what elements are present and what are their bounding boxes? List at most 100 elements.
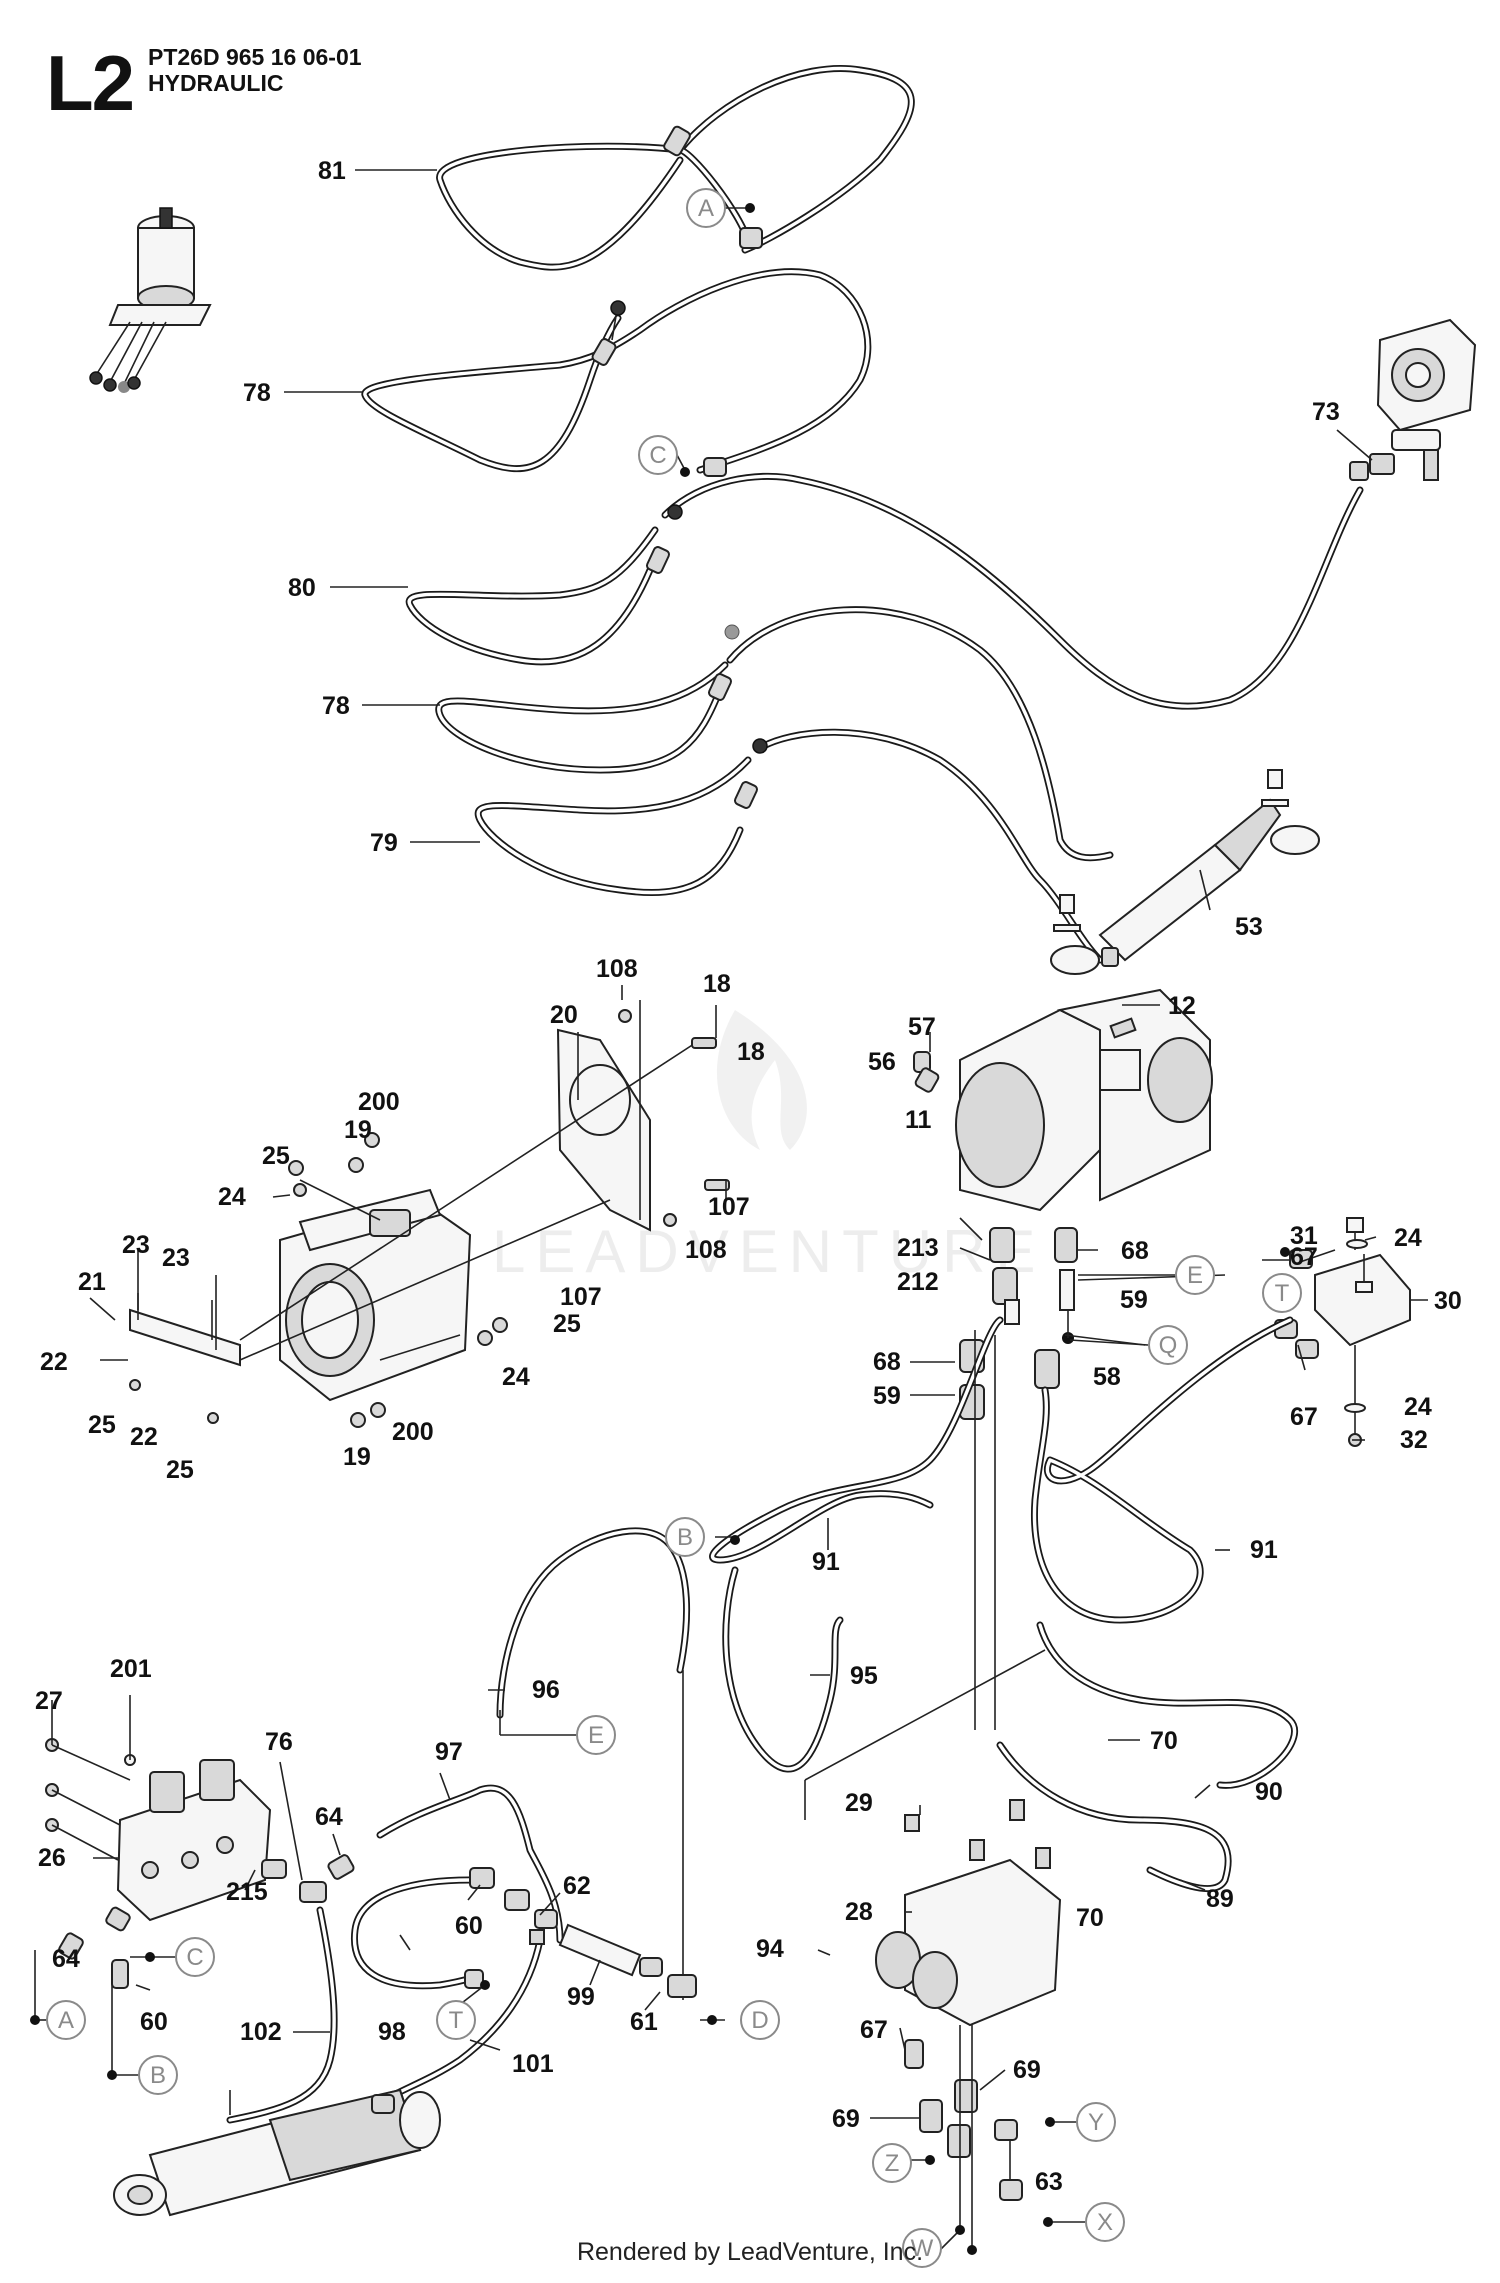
- callout-labels: 81 78 80 78 79 73 53 108 18 20 18 200 19…: [35, 157, 1462, 2196]
- callout-69-a: 69: [1013, 2056, 1041, 2084]
- callout-61: 61: [630, 2008, 658, 2036]
- callout-201: 201: [110, 1655, 152, 1683]
- callout-94: 94: [756, 1935, 784, 1963]
- callout-58: 58: [1093, 1363, 1121, 1391]
- callout-79: 79: [370, 829, 398, 857]
- callout-81: 81: [318, 157, 346, 185]
- callout-59-b: 59: [873, 1382, 901, 1410]
- connector-b-left: B: [150, 2062, 166, 2089]
- callout-200-b: 200: [392, 1418, 434, 1446]
- hose-80: [405, 472, 1364, 710]
- middle-hoses: [496, 1316, 1299, 2000]
- connector-d: D: [751, 2007, 768, 2034]
- callout-78-b: 78: [322, 692, 350, 720]
- connector-b-middle: B: [677, 1524, 693, 1551]
- callout-67-a: 67: [1290, 1243, 1318, 1271]
- connector-t-left: T: [449, 2007, 464, 2034]
- valve-block-26: [34, 1738, 355, 2075]
- connector-links: [30, 203, 1290, 2255]
- callout-96: 96: [532, 1676, 560, 1704]
- callout-89: 89: [1206, 1885, 1234, 1913]
- callout-24-b: 24: [502, 1363, 530, 1391]
- connector-q: Q: [1159, 1332, 1178, 1359]
- callout-67-b: 67: [1290, 1403, 1318, 1431]
- callout-53: 53: [1235, 913, 1263, 941]
- callout-23-b: 23: [162, 1244, 190, 1272]
- callout-97: 97: [435, 1738, 463, 1766]
- model-number: PT26D 965 16 06-01: [148, 44, 362, 70]
- callout-19-b: 19: [343, 1443, 371, 1471]
- callout-80: 80: [288, 574, 316, 602]
- callout-26: 26: [38, 1844, 66, 1872]
- callout-27: 27: [35, 1687, 63, 1715]
- callout-107-b: 107: [560, 1283, 602, 1311]
- callout-76: 76: [265, 1728, 293, 1756]
- steering-cylinder-53: [1050, 769, 1320, 975]
- callout-200-a: 200: [358, 1088, 400, 1116]
- hose-81: [436, 65, 915, 271]
- callout-19-a: 19: [344, 1116, 372, 1144]
- callout-24-d: 24: [1404, 1393, 1432, 1421]
- callout-70-b: 70: [1076, 1904, 1104, 1932]
- callout-56: 56: [868, 1048, 896, 1076]
- callout-91-b: 91: [1250, 1536, 1278, 1564]
- callout-60-a: 60: [140, 2008, 168, 2036]
- callout-60-b: 60: [455, 1912, 483, 1940]
- callout-31: 31: [1290, 1222, 1318, 1250]
- diagram-title: HYDRAULIC: [148, 70, 284, 96]
- connector-t-right: T: [1275, 1280, 1290, 1307]
- connector-z: Z: [885, 2150, 900, 2177]
- callout-90: 90: [1255, 1778, 1283, 1806]
- watermark: LEADVENTURE: [492, 1010, 1045, 1285]
- callout-108-b: 108: [685, 1236, 727, 1264]
- connector-e-middle: E: [588, 1722, 604, 1749]
- connector-a-left: A: [58, 2007, 74, 2034]
- callout-28: 28: [845, 1898, 873, 1926]
- callout-18-b: 18: [737, 1038, 765, 1066]
- callout-68-a: 68: [1121, 1237, 1149, 1265]
- callout-107-a: 107: [708, 1193, 750, 1221]
- pump-fittings: [959, 1227, 1078, 1420]
- callout-18-a: 18: [703, 970, 731, 998]
- callout-64-a: 64: [315, 1803, 343, 1831]
- watermark-text: LEADVENTURE: [492, 1218, 1045, 1285]
- drive-motor: [89, 207, 212, 393]
- pump-73: [1349, 318, 1477, 481]
- callout-25-a: 25: [262, 1142, 290, 1170]
- callout-64-b: 64: [52, 1945, 80, 1973]
- lift-cylinder: [113, 2088, 441, 2217]
- callout-78-a: 78: [243, 379, 271, 407]
- callout-95: 95: [850, 1662, 878, 1690]
- callout-215: 215: [226, 1878, 268, 1906]
- callout-62: 62: [563, 1872, 591, 1900]
- callout-98: 98: [378, 2018, 406, 2046]
- callout-25-d: 25: [553, 1310, 581, 1338]
- callout-25-b: 25: [88, 1411, 116, 1439]
- callout-91-a: 91: [812, 1548, 840, 1576]
- callout-108-a: 108: [596, 955, 638, 983]
- callout-30: 30: [1434, 1287, 1462, 1315]
- main-pump-11: [913, 988, 1213, 1212]
- callout-68-b: 68: [873, 1348, 901, 1376]
- connector-c-left: C: [186, 1944, 203, 1971]
- callout-102: 102: [240, 2018, 282, 2046]
- callout-24-c: 24: [1394, 1224, 1422, 1252]
- callout-25-c: 25: [166, 1456, 194, 1484]
- callout-70-a: 70: [1150, 1727, 1178, 1755]
- callout-99: 99: [567, 1983, 595, 2011]
- callout-12: 12: [1168, 992, 1196, 1020]
- callout-32: 32: [1400, 1426, 1428, 1454]
- connector-w: W: [911, 2235, 934, 2262]
- callout-101: 101: [512, 2050, 554, 2078]
- valve-block-30: [1274, 1217, 1411, 1447]
- leader-lines: [51, 169, 1428, 2180]
- connector-x: X: [1097, 2209, 1113, 2236]
- callout-73: 73: [1312, 398, 1340, 426]
- pump-bracket-assembly: [129, 1009, 730, 1428]
- connector-y: Y: [1088, 2109, 1104, 2136]
- connector-c-top: C: [649, 442, 666, 469]
- callout-213: 213: [897, 1234, 939, 1262]
- hose-78-lower: [435, 606, 1114, 862]
